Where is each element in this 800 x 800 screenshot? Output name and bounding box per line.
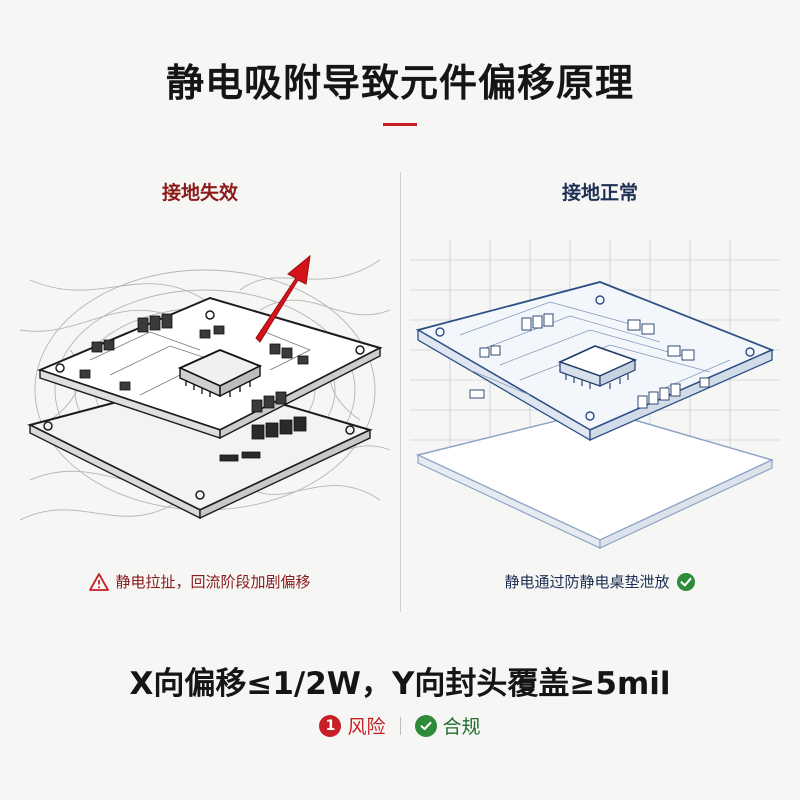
legend-ok: 合规 <box>414 712 481 739</box>
left-caption-text: 静电拉扯，回流阶段加剧偏移 <box>115 573 311 591</box>
aligned-central-chip <box>557 345 638 389</box>
tolerance-summary: X向偏移≤1/2W，Y向封头覆盖≥5mil <box>129 666 671 702</box>
grounding-normal-illustration <box>410 240 780 549</box>
risk-number-badge: 1 <box>319 714 342 737</box>
shift-direction-arrow <box>255 254 311 343</box>
title-accent-bar <box>383 123 417 126</box>
legend-separator <box>399 716 401 735</box>
ok-label: 合规 <box>442 716 481 738</box>
left-panel-caption: 静电拉扯，回流阶段加剧偏移 <box>0 571 400 592</box>
right-panel-heading: 接地正常 <box>561 182 638 204</box>
check-circle-icon <box>676 572 695 591</box>
right-caption-text: 静电通过防静电桌垫泄放 <box>504 573 670 591</box>
page-title: 静电吸附导致元件偏移原理 <box>165 61 634 105</box>
legend-risk: 1 风险 <box>319 712 386 739</box>
anti-static-mat <box>415 409 775 549</box>
risk-label: 风险 <box>347 716 386 738</box>
upper-pcb-board <box>37 296 383 440</box>
aligned-pcb-board <box>415 281 775 442</box>
left-panel-heading: 接地失效 <box>161 182 238 204</box>
right-panel-caption: 静电通过防静电桌垫泄放 <box>400 571 800 592</box>
check-badge-icon <box>414 714 437 737</box>
legend: 1 风险 合规 <box>0 712 800 739</box>
grounding-failure-illustration <box>20 254 390 521</box>
panel-divider <box>400 172 401 612</box>
warning-triangle-icon <box>89 572 110 591</box>
central-chip <box>177 349 263 398</box>
